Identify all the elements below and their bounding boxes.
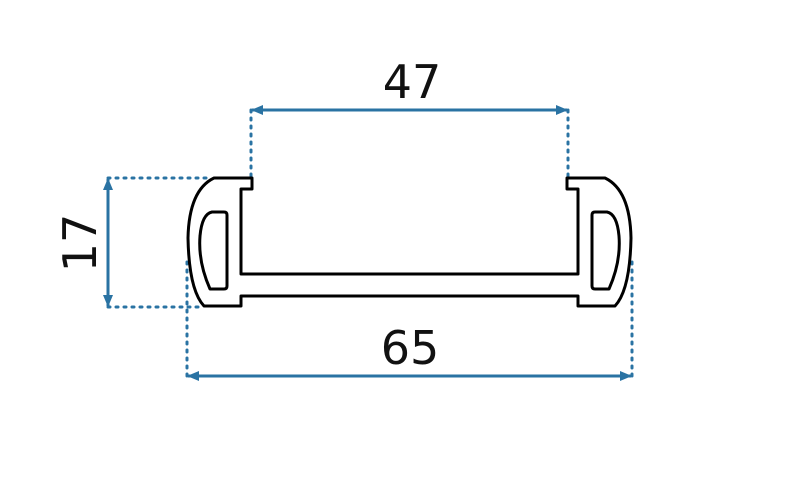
profile-left-chamber (198, 210, 229, 291)
dimension-label-height: 17 (53, 214, 107, 273)
profile-outline (186, 176, 633, 308)
profile-outer-contour (186, 176, 633, 308)
dimension-label-bottom: 65 (381, 321, 440, 375)
extension-lines (106, 108, 634, 378)
dimension-lines (103, 105, 632, 381)
dimension-label-top: 47 (383, 55, 442, 109)
profile-right-chamber (590, 210, 621, 291)
